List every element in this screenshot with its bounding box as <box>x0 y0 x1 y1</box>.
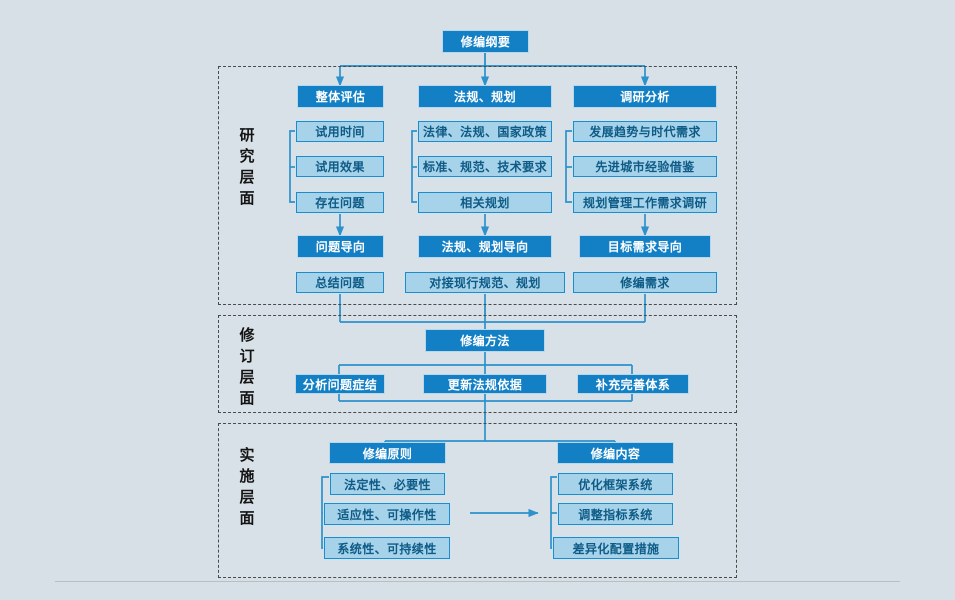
node-impl-group-1-header[interactable]: 修编原则 <box>330 443 445 463</box>
node-research-c2-orientation[interactable]: 法规、规划导向 <box>419 236 551 257</box>
layer-label-research: 研究层面 <box>239 127 255 207</box>
node-impl-group-2-header[interactable]: 修编内容 <box>558 443 673 463</box>
layer-label-implementation: 实施层面 <box>239 447 255 527</box>
node-research-c2-outcome[interactable]: 对接现行规范、规划 <box>405 272 565 293</box>
node-impl-g1-item-2[interactable]: 适应性、可操作性 <box>324 503 450 525</box>
node-research-c1-item-1[interactable]: 试用时间 <box>296 121 384 142</box>
node-research-c3-item-3[interactable]: 规划管理工作需求调研 <box>573 192 717 213</box>
node-revision-method-1[interactable]: 分析问题症结 <box>296 375 384 393</box>
layer-frame-revision <box>218 315 737 413</box>
node-research-c2-item-3[interactable]: 相关规划 <box>418 192 552 213</box>
node-research-c1-orientation[interactable]: 问题导向 <box>298 236 383 257</box>
node-impl-g2-item-1[interactable]: 优化框架系统 <box>558 473 673 495</box>
node-impl-g2-item-2[interactable]: 调整指标系统 <box>558 503 673 525</box>
node-research-c3-item-1[interactable]: 发展趋势与时代需求 <box>573 121 717 142</box>
node-research-header-3[interactable]: 调研分析 <box>574 86 716 107</box>
bottom-rule <box>55 581 900 582</box>
node-research-c3-orientation[interactable]: 目标需求导向 <box>580 236 710 257</box>
layer-label-revision: 修订层面 <box>239 327 255 407</box>
node-impl-g1-item-1[interactable]: 法定性、必要性 <box>330 473 445 495</box>
node-research-c1-item-2[interactable]: 试用效果 <box>296 156 384 177</box>
node-title[interactable]: 修编纲要 <box>443 31 528 52</box>
node-research-c3-item-2[interactable]: 先进城市经验借鉴 <box>573 156 717 177</box>
node-research-header-2[interactable]: 法规、规划 <box>419 86 551 107</box>
node-research-c1-outcome[interactable]: 总结问题 <box>296 272 384 293</box>
node-research-c2-item-1[interactable]: 法律、法规、国家政策 <box>418 121 552 142</box>
node-research-c2-item-2[interactable]: 标准、规范、技术要求 <box>418 156 552 177</box>
node-revision-method-3[interactable]: 补充完善体系 <box>578 375 688 393</box>
node-revision-method-2[interactable]: 更新法规依据 <box>424 375 546 393</box>
node-impl-g2-item-3[interactable]: 差异化配置措施 <box>553 537 679 559</box>
node-revision-header[interactable]: 修编方法 <box>426 330 544 351</box>
node-research-c3-outcome[interactable]: 修编需求 <box>573 272 717 293</box>
node-impl-g1-item-3[interactable]: 系统性、可持续性 <box>324 537 450 559</box>
node-research-c1-item-3[interactable]: 存在问题 <box>296 192 384 213</box>
node-research-header-1[interactable]: 整体评估 <box>298 86 383 107</box>
